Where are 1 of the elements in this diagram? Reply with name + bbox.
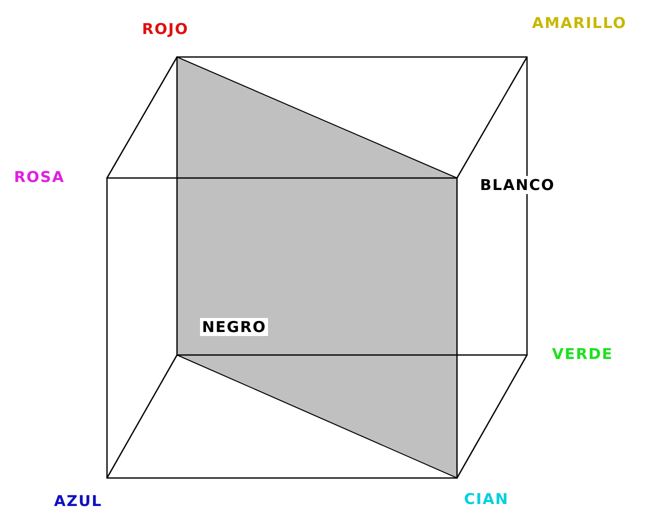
corner-label: NEGRO — [200, 318, 268, 336]
